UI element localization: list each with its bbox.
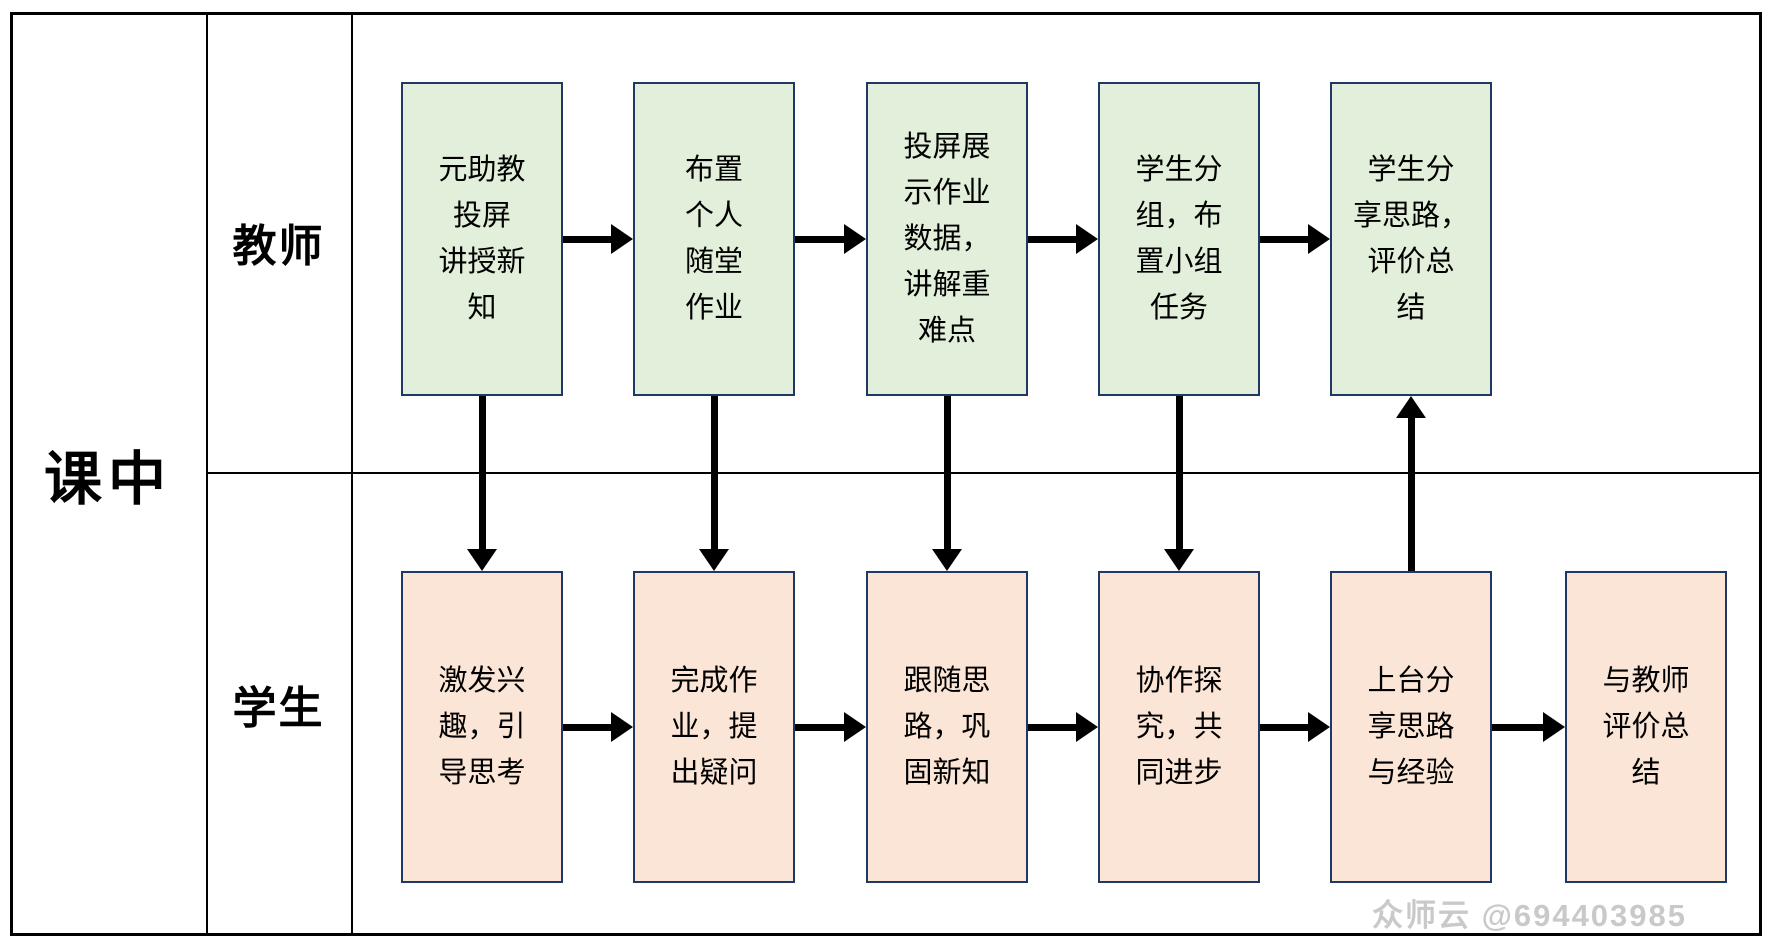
step-text: 上台分 享思路 与经验 <box>1367 665 1455 789</box>
column-divider-phase <box>206 12 208 936</box>
teacher-step-2-box: 布置 个人 随堂 作业 <box>633 82 795 396</box>
teacher-lane-label: 教师 <box>232 222 325 271</box>
student-step-5-box: 上台分 享思路 与经验 <box>1330 571 1492 883</box>
column-divider-role <box>351 12 353 936</box>
step-text: 学生分 组，布 置小组 任务 <box>1135 154 1223 324</box>
student-step-1-box: 激发兴 趣，引 导思考 <box>401 571 563 883</box>
teacher-step-4-box: 学生分 组，布 置小组 任务 <box>1098 82 1260 396</box>
step-text: 学生分 享思路， 评价总 结 <box>1352 154 1469 324</box>
student-lane-label-cell: 学生 <box>206 472 351 936</box>
teacher-step-3-box: 投屏展 示作业 数据， 讲解重 难点 <box>866 82 1028 396</box>
step-text: 投屏展 示作业 数据， 讲解重 难点 <box>903 131 991 347</box>
student-step-3-box: 跟随思 路，巩 固新知 <box>866 571 1028 883</box>
step-text: 协作探 究，共 同进步 <box>1135 665 1223 789</box>
step-text: 与教师 评价总 结 <box>1602 665 1690 789</box>
phase-label-cell: 课中 <box>10 12 206 936</box>
student-step-2-box: 完成作 业，提 出疑问 <box>633 571 795 883</box>
student-step-4-box: 协作探 究，共 同进步 <box>1098 571 1260 883</box>
student-lane-label: 学生 <box>232 684 325 733</box>
lane-divider <box>206 472 1762 474</box>
teacher-step-5-box: 学生分 享思路， 评价总 结 <box>1330 82 1492 396</box>
step-text: 完成作 业，提 出疑问 <box>670 665 758 789</box>
step-text: 跟随思 路，巩 固新知 <box>903 665 991 789</box>
step-text: 元助教 投屏 讲授新 知 <box>438 154 526 324</box>
watermark: 众师云 @694403985 <box>1372 898 1688 933</box>
teacher-step-1-box: 元助教 投屏 讲授新 知 <box>401 82 563 396</box>
outer-border <box>10 12 1762 936</box>
phase-label: 课中 <box>43 447 172 512</box>
student-step-6-box: 与教师 评价总 结 <box>1565 571 1727 883</box>
step-text: 布置 个人 随堂 作业 <box>684 154 743 324</box>
step-text: 激发兴 趣，引 导思考 <box>438 665 526 789</box>
teacher-lane-label-cell: 教师 <box>206 12 351 472</box>
